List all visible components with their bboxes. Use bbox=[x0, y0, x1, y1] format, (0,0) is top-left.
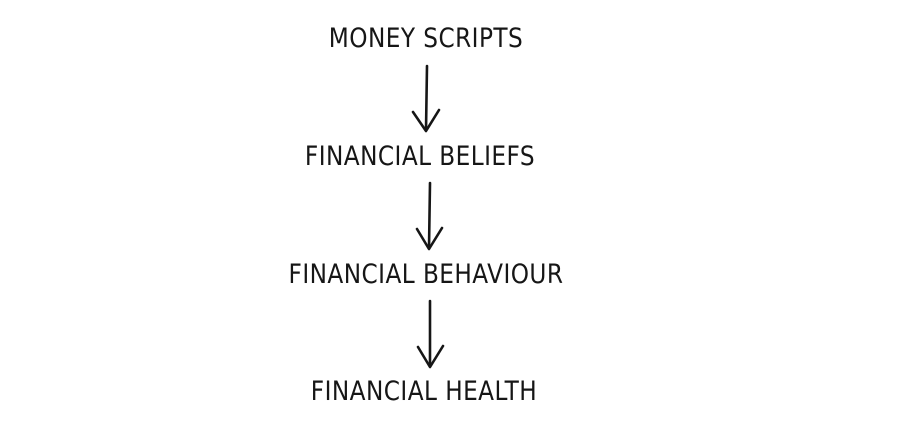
arrow-shaft bbox=[427, 181, 432, 250]
arrow-financial-beliefs-to-financial-behaviour bbox=[415, 181, 444, 251]
node-financial-behaviour: FINANCIAL BEHAVIOUR bbox=[288, 259, 564, 290]
arrow-head bbox=[415, 226, 444, 251]
node-financial-beliefs: FINANCIAL BELIEFS bbox=[304, 141, 536, 172]
node-financial-health: FINANCIAL HEALTH bbox=[310, 376, 538, 407]
arrow-money-scripts-to-financial-beliefs bbox=[411, 64, 441, 133]
arrow-financial-behaviour-to-financial-health bbox=[416, 299, 445, 369]
arrow-shaft bbox=[424, 64, 429, 132]
arrow-head bbox=[416, 344, 445, 369]
arrow-head bbox=[411, 108, 441, 133]
node-money-scripts: MONEY SCRIPTS bbox=[328, 23, 524, 54]
